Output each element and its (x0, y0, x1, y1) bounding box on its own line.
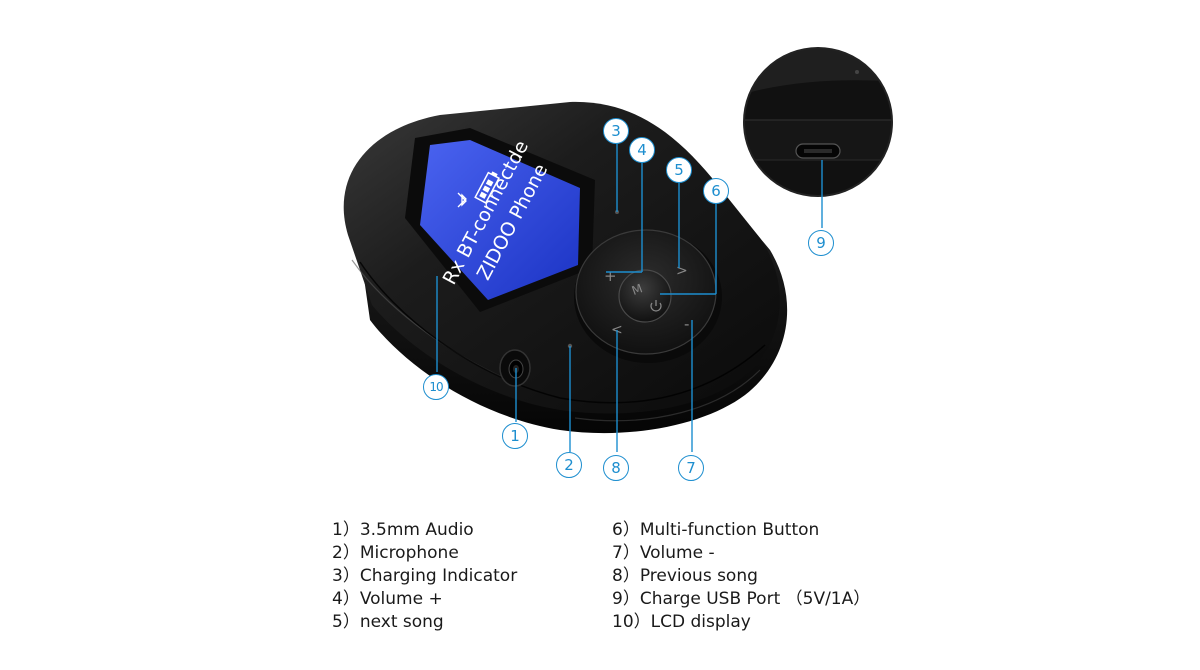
callout-7: 7 (678, 455, 704, 481)
legend-item: 3）Charging Indicator (332, 565, 517, 588)
legend-number: 4） (332, 589, 360, 609)
audio-jack (499, 349, 531, 387)
legend-item: 10）LCD display (612, 611, 870, 634)
legend-number: 1） (332, 520, 360, 540)
legend-item: 8）Previous song (612, 565, 870, 588)
volume-down-glyph: - (684, 315, 689, 333)
callout-8: 8 (603, 455, 629, 481)
leader-lines (436, 142, 823, 452)
legend-number: 5） (332, 612, 360, 632)
legend-number: 8） (612, 566, 640, 586)
callout-9: 9 (808, 230, 834, 256)
legend-item: 4）Volume + (332, 588, 517, 611)
legend-text: Microphone (359, 543, 459, 563)
legend-item: 5）next song (332, 611, 517, 634)
legend-right: 6）Multi-function Button 7）Volume - 8）Pre… (612, 519, 870, 634)
legend-item: 1）3.5mm Audio (332, 519, 517, 542)
callout-3: 3 (603, 118, 629, 144)
callout-4: 4 (629, 137, 655, 163)
callout-1: 1 (502, 423, 528, 449)
next-song-glyph: > (676, 263, 688, 279)
legend-text: 3.5mm Audio (359, 520, 474, 540)
usb-port-inset (743, 47, 893, 197)
legend-item: 7）Volume - (612, 542, 870, 565)
legend-text: Multi-function Button (639, 520, 820, 540)
legend-number: 7） (612, 543, 640, 563)
callout-6: 6 (703, 178, 729, 204)
volume-up-glyph: + (604, 267, 617, 285)
legend-number: 10） (612, 612, 651, 632)
battery-icon (474, 171, 500, 204)
legend-number: 6） (612, 520, 640, 540)
legend-text: Volume - (639, 543, 715, 563)
legend-text: Previous song (639, 566, 758, 586)
power-icon (650, 300, 662, 312)
legend-text: Volume + (359, 589, 443, 609)
legend-text: Charge USB Port （5V/1A） (639, 589, 871, 609)
control-dial: + > < - M (574, 229, 722, 363)
legend-text: next song (359, 612, 444, 632)
legend-number: 2） (332, 543, 360, 563)
legend-left: 1）3.5mm Audio 2）Microphone 3）Charging In… (332, 519, 517, 634)
legend-text: Charging Indicator (359, 566, 518, 586)
legend-number: 3） (332, 566, 360, 586)
multi-function-button (618, 269, 672, 323)
legend-item: 9）Charge USB Port （5V/1A） (612, 588, 870, 611)
legend-number: 9） (612, 589, 640, 609)
bluetooth-icon (457, 192, 467, 208)
center-button-label: M (630, 281, 645, 298)
callout-10: 10 (423, 374, 449, 400)
callout-5: 5 (666, 157, 692, 183)
legend-item: 2）Microphone (332, 542, 517, 565)
legend-text: LCD display (650, 612, 751, 632)
lcd-display: Rx BT-connectde ZIDOO Phone (405, 128, 595, 312)
legend-item: 6）Multi-function Button (612, 519, 870, 542)
callout-2: 2 (556, 452, 582, 478)
